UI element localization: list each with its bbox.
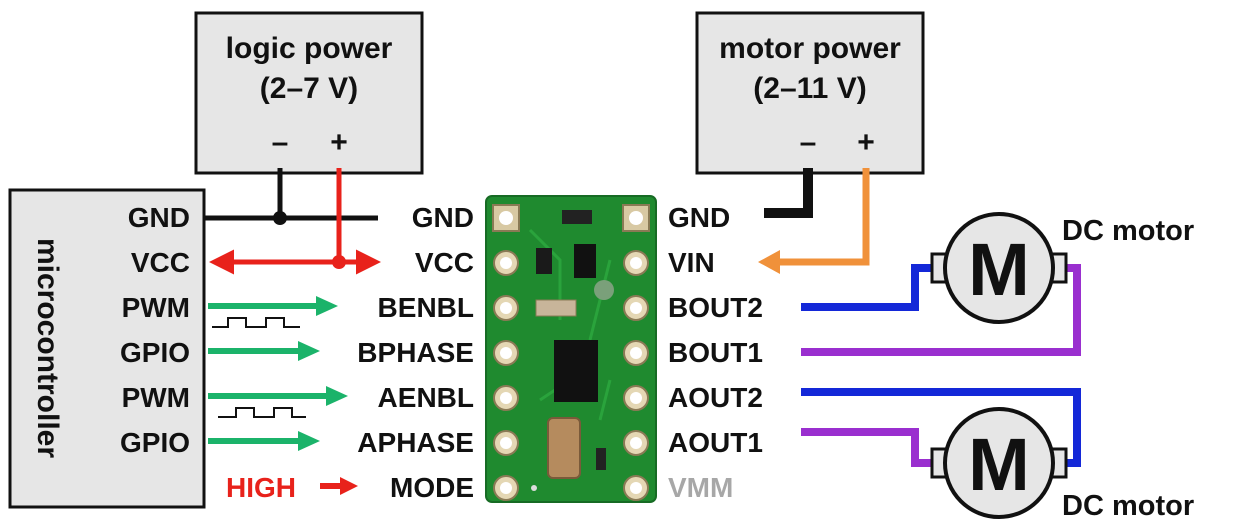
driver-pin-benbl: BENBL [378,292,474,323]
left-pin-pads [492,204,520,501]
motor-bottom-label: DC motor [1062,490,1194,522]
motor-driver-board [485,195,657,503]
driver-right-labels: GND VIN BOUT2 BOUT1 AOUT2 AOUT1 VMM [668,202,763,503]
driver-pin-vmm: VMM [668,472,733,503]
mode-high-signal: HIGH [226,472,358,503]
motor-ground-wire [764,168,813,218]
driver-pin-aout2: AOUT2 [668,382,763,413]
motor-power-range: (2–11 V) [753,72,866,105]
junction-dot [332,255,346,269]
motor-power-plus: + [857,126,875,159]
microcontroller-title: microcontroller [31,238,64,458]
driver-pin-bout1: BOUT1 [668,337,763,368]
logic-power-range: (2–7 V) [260,72,358,105]
driver-pin-gnd-right: GND [668,202,730,233]
driver-pin-gnd-left: GND [412,202,474,233]
pwm-waveform-a-icon [218,407,306,418]
driver-pin-bphase: BPHASE [357,337,474,368]
mcu-pin-vcc: VCC [131,247,190,278]
motor-power-title: motor power [719,32,901,65]
motor-vin-wire [758,168,870,274]
mcu-pin-pwm-a: PWM [122,382,190,413]
right-pin-pads [622,204,650,501]
arrow-bphase [208,341,320,361]
mcu-pin-pwm-b: PWM [122,292,190,323]
pcb-traces [528,228,612,421]
driver-pin-aout1: AOUT1 [668,427,763,458]
motor-top-label: DC motor [1062,215,1194,247]
driver-pin-aphase: APHASE [357,427,474,458]
high-label: HIGH [226,472,296,503]
bout2-wire [801,264,940,311]
logic-power-minus: – [272,126,289,159]
microcontroller-box [8,188,206,509]
mcu-pin-gpio-a: GPIO [120,427,190,458]
signal-arrows [208,296,348,451]
driver-left-labels: GND VCC BENBL BPHASE AENBL APHASE MODE [357,202,474,503]
driver-pin-vin: VIN [668,247,715,278]
smd-component [562,210,592,224]
junction-dot [273,211,287,225]
mcu-pin-gpio-b: GPIO [120,337,190,368]
pwm-waveform-b-icon [212,317,300,328]
motor-icon [943,407,1055,519]
logic-power-title: logic power [226,32,393,65]
vin-arrow-icon [758,250,780,274]
dc-motor-top: M DC motor [930,212,1194,324]
smd-capacitor [535,299,577,317]
smd-regulator [574,244,596,278]
mcu-pin-gnd: GND [128,202,190,233]
smd-transistor [536,248,552,274]
smd-component [596,448,606,470]
motor-symbol: M [968,228,1030,311]
electrolytic-capacitor [547,417,581,479]
aout1-wire [801,428,940,467]
logic-power-plus: + [330,126,348,159]
high-arrow-icon [340,477,358,495]
motor-power-minus: – [800,126,817,159]
motor-icon [943,212,1055,324]
logic-power-supply: logic power (2–7 V) – + [194,11,424,175]
microcontroller: microcontroller GND VCC PWM GPIO PWM GPI… [8,188,206,509]
logic-ground-wire [204,168,378,225]
smd-component [594,280,614,300]
arrow-aenbl [208,386,348,406]
logic-vcc-wire [209,168,381,275]
motor-power-box [695,11,925,175]
driver-pin-aenbl: AENBL [378,382,474,413]
arrow-benbl [208,296,338,316]
motor-power-supply: motor power (2–11 V) – + [695,11,925,175]
arrow-aphase [208,431,320,451]
logic-power-box [194,11,424,175]
motor-symbol: M [968,423,1030,506]
dc-motor-bottom: M DC motor [930,407,1194,522]
driver-pin-mode: MODE [390,472,474,503]
driver-pin-bout2: BOUT2 [668,292,763,323]
driver-pin-vcc: VCC [415,247,474,278]
driver-ic [554,340,598,402]
